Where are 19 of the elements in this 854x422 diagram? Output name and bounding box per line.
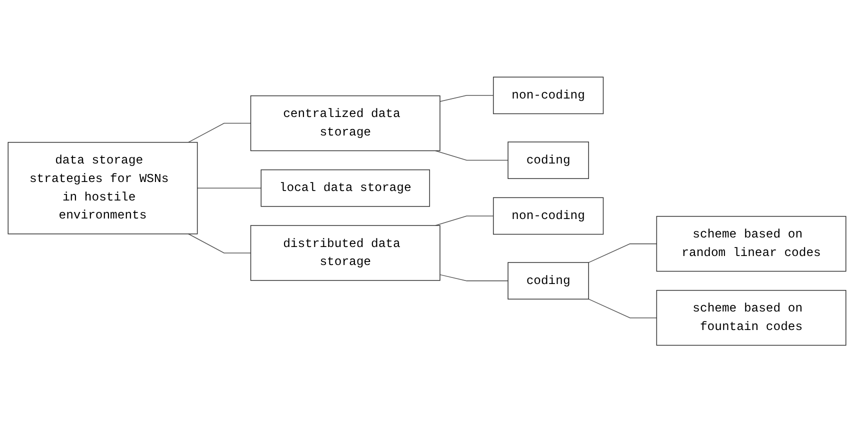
node-box xyxy=(508,141,589,179)
node-box xyxy=(492,197,604,234)
node-box xyxy=(250,224,440,281)
node-box xyxy=(250,95,440,151)
connector xyxy=(435,215,494,226)
node-box xyxy=(260,169,430,207)
node-box xyxy=(8,142,198,234)
connector xyxy=(188,233,252,254)
tree-diagram: data storage strategies for WSNs in hostile environments centralized data storage local data storage distributed data storage non-coding coding non-coding coding scheme based on random linear codes scheme based on fountain codes xyxy=(2,70,852,352)
node-box xyxy=(492,76,604,114)
node-box xyxy=(656,290,846,346)
connector xyxy=(435,150,508,160)
connector xyxy=(440,94,494,102)
connector xyxy=(588,298,658,318)
node-box xyxy=(508,262,589,300)
connector xyxy=(440,274,508,281)
connector xyxy=(588,243,658,263)
node-box xyxy=(656,216,846,272)
connector xyxy=(188,122,252,143)
